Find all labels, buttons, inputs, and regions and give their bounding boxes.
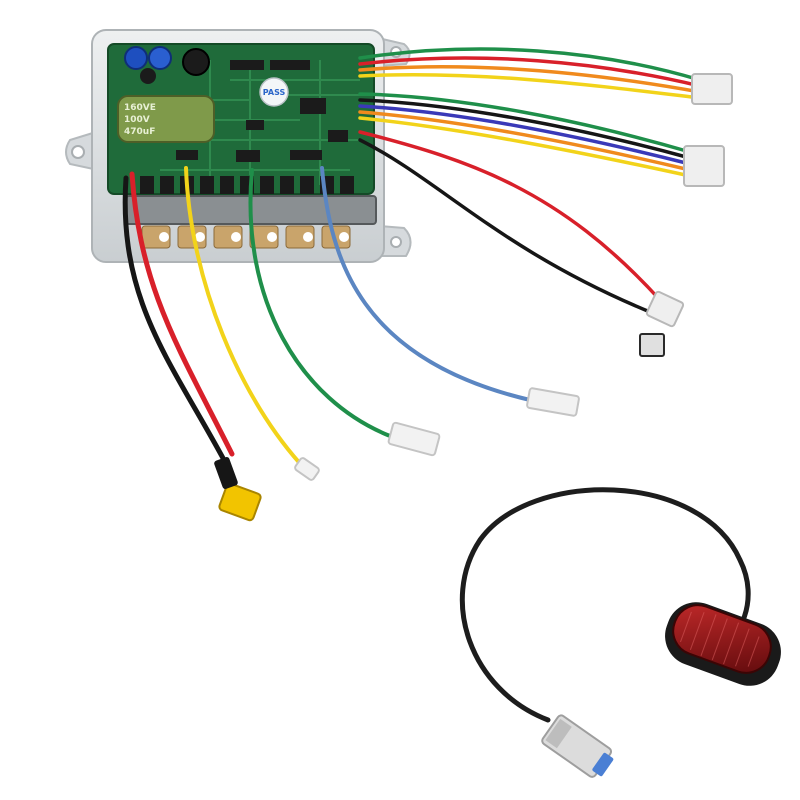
signal-harness-middle: [358, 92, 692, 178]
xt-connector-sleeve: [214, 457, 238, 489]
power-leads: [122, 171, 235, 463]
tail-light-plug: [541, 714, 614, 778]
hall-sensor-wires: [184, 166, 532, 472]
pass-sticker-text: PASS: [263, 88, 286, 97]
pass-sticker: PASS: [259, 77, 289, 107]
capacitor-label-3: 470uF: [124, 127, 155, 137]
tail-light-assembly: [459, 487, 781, 778]
tail-light-cable: [459, 487, 751, 723]
capacitor-label-1: 160VE: [124, 103, 156, 113]
blue-wire-terminal: [526, 387, 580, 417]
harness-connector-middle: [683, 145, 725, 187]
brake-switch-wires: [358, 130, 662, 314]
yellow-wire-terminal: [294, 457, 320, 481]
brake-switch-plug: [639, 333, 665, 357]
capacitor-label-2: 100V: [124, 115, 150, 125]
pcb-components: [176, 60, 348, 162]
harness-connector-upper: [691, 73, 733, 105]
small-capacitors: [124, 46, 210, 84]
brake-switch-connector: [645, 290, 685, 328]
tail-light-reflector-pattern: [680, 611, 760, 667]
tail-light-lens: [672, 604, 772, 674]
controller-unit: 160VE 100V 470uF PASS: [65, 29, 412, 263]
xt-power-connector: [218, 482, 262, 522]
green-wire-terminal: [387, 421, 441, 457]
main-capacitor: 160VE 100V 470uF: [117, 95, 215, 143]
signal-harness-upper: [358, 47, 702, 100]
